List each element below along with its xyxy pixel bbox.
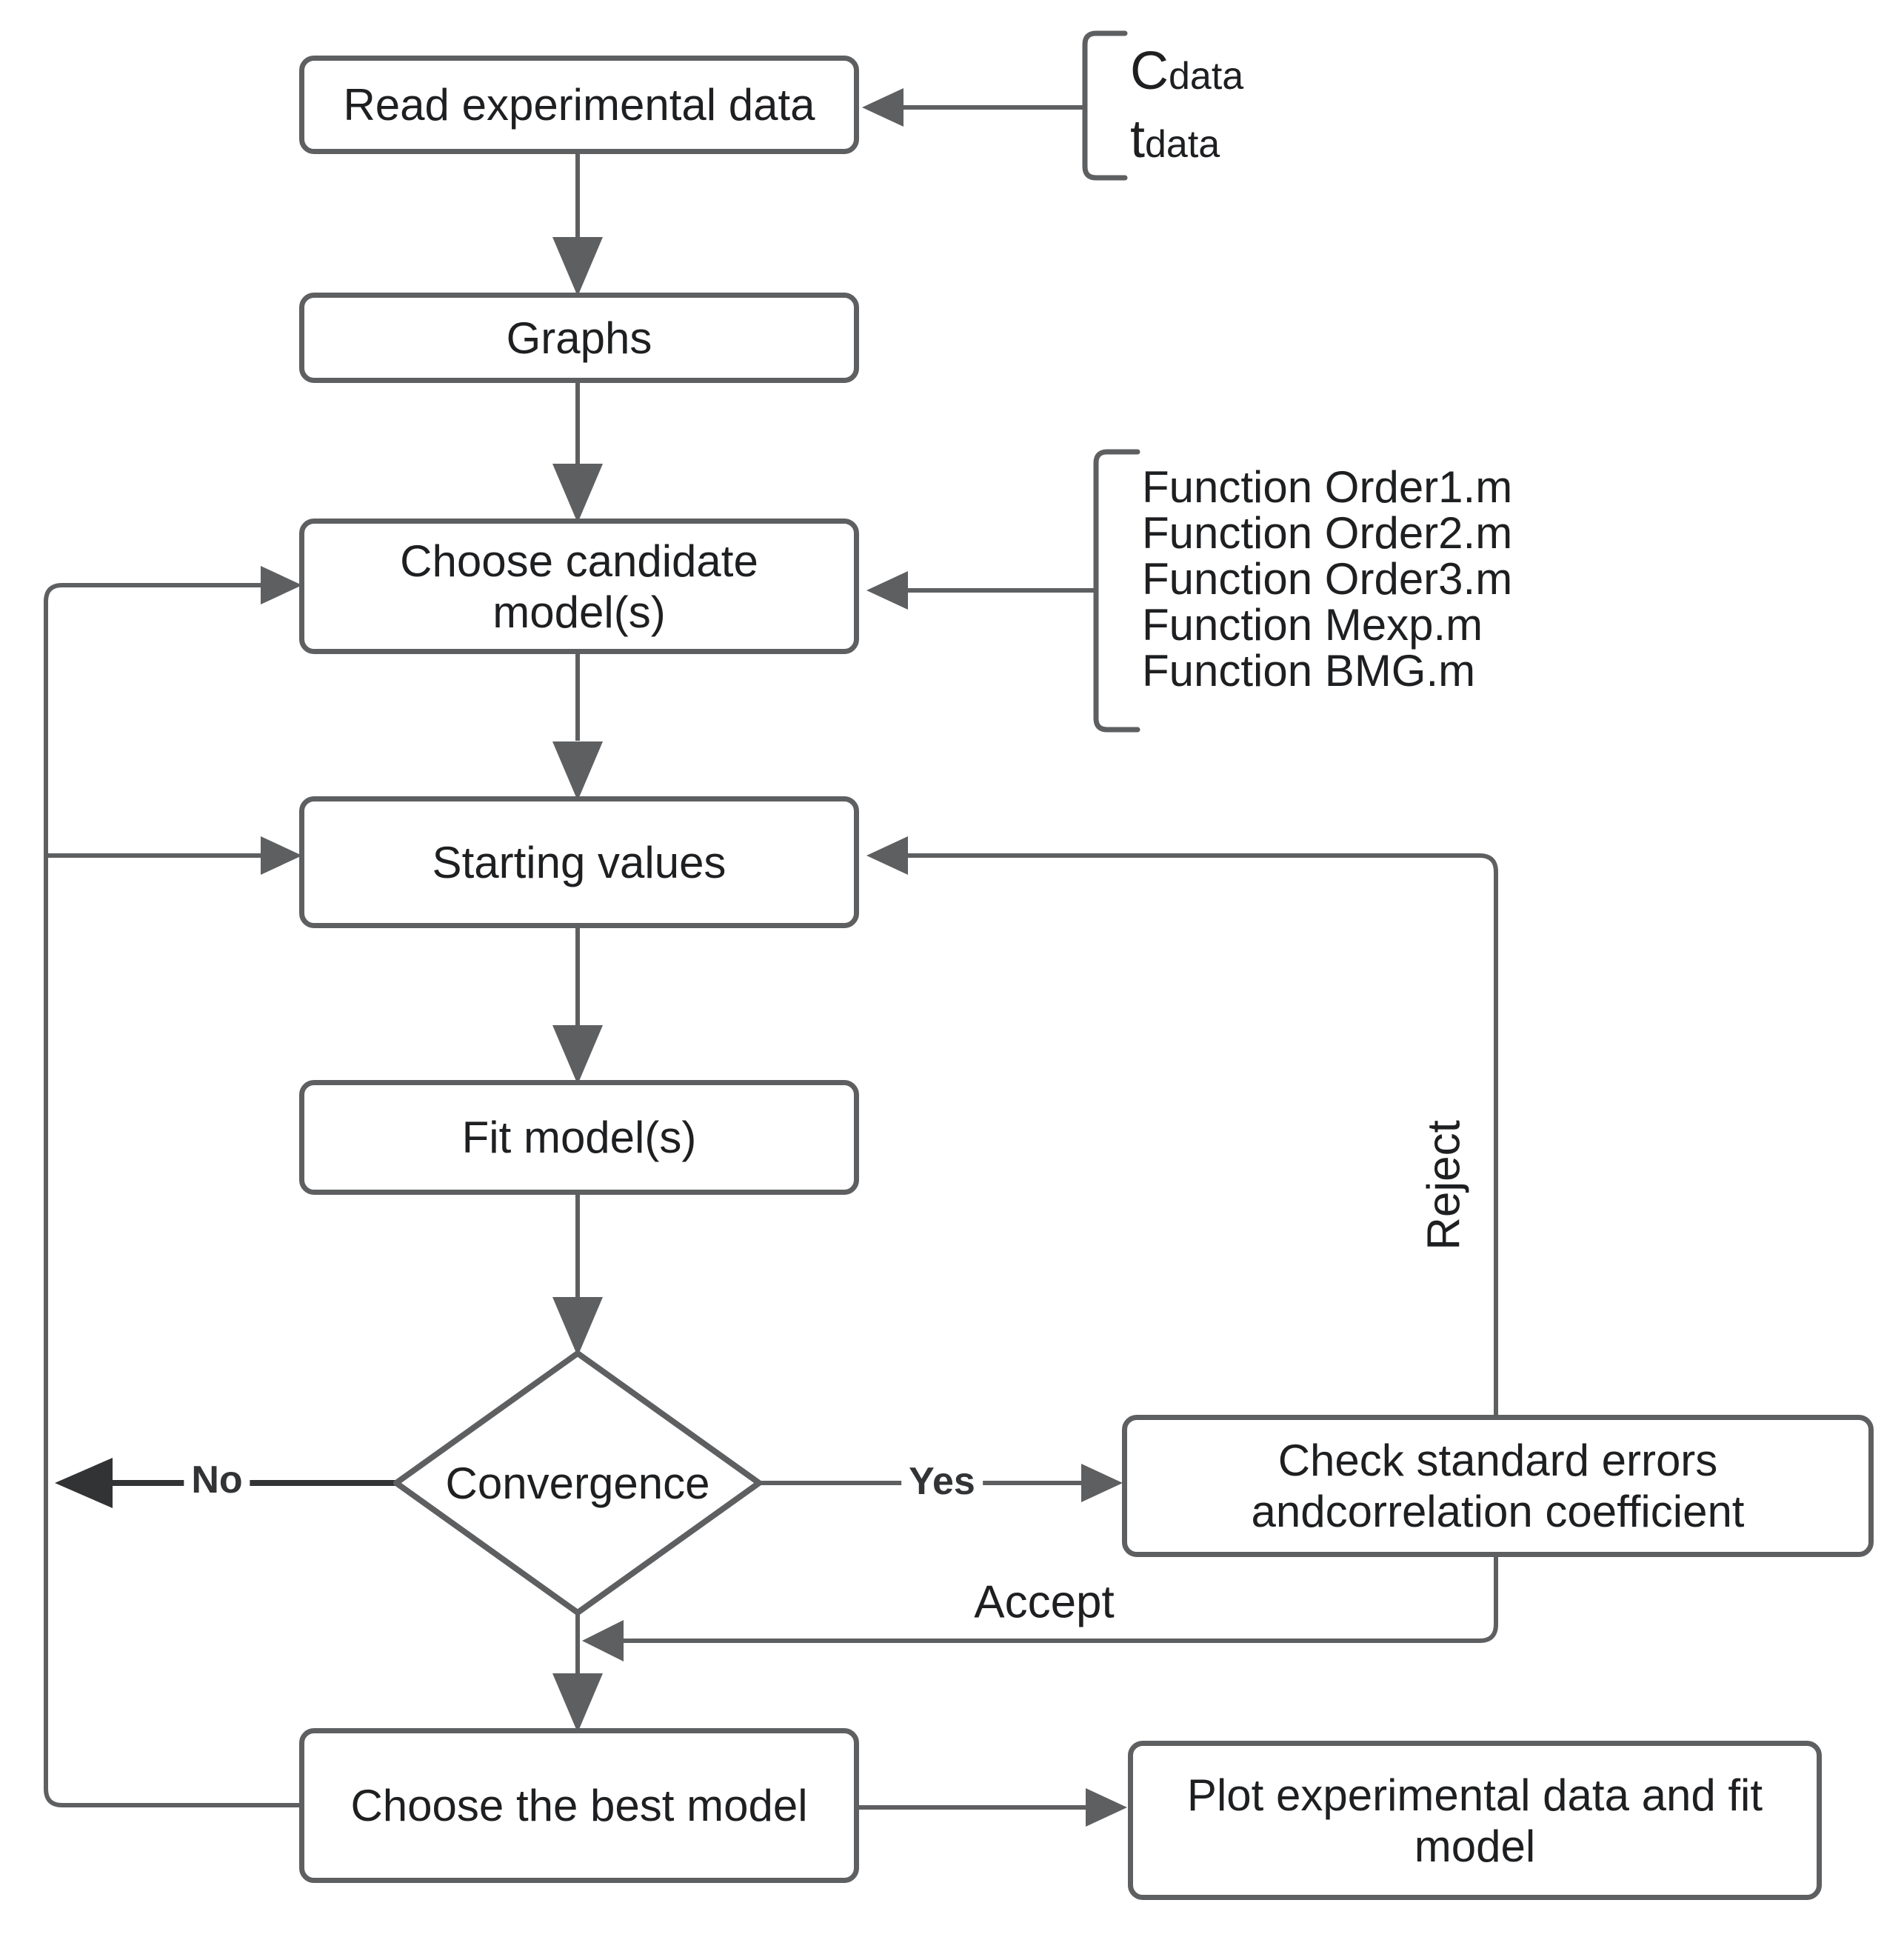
edge-left-loop — [44, 583, 299, 1807]
edge-label-reject: Reject — [1418, 1120, 1470, 1250]
list-item: Function Order3.m — [1142, 554, 1513, 604]
node-label: Fit model(s) — [461, 1113, 697, 1162]
node-label: Choose the best model — [350, 1781, 808, 1830]
list-item: Function Order2.m — [1142, 508, 1513, 558]
node-label: Read experimental data — [343, 80, 815, 130]
edge-label-no: No — [184, 1458, 250, 1502]
node-plot-experimental-data: Plot experimental data and fit model — [1128, 1741, 1822, 1900]
arrow-left-icon — [866, 571, 908, 610]
arrow-right-icon — [261, 836, 302, 875]
arrow-down-icon — [552, 1673, 603, 1733]
bracket-icon — [1093, 449, 1140, 733]
node-fit-models: Fit model(s) — [299, 1080, 859, 1195]
arrow-down-icon — [552, 741, 603, 801]
arrow-right-icon — [261, 566, 302, 604]
variable-name: t — [1130, 110, 1146, 169]
node-starting-values: Starting values — [299, 796, 859, 928]
variable-name: C — [1130, 41, 1169, 101]
node-label: Check standard errors andcorrelation coe… — [1251, 1436, 1745, 1536]
node-check-standard-errors: Check standard errors andcorrelation coe… — [1122, 1415, 1874, 1557]
edge-reject — [908, 853, 1498, 1418]
node-label: Plot experimental data and fit model — [1186, 1770, 1763, 1871]
decision-diamond-shape — [393, 1350, 762, 1616]
list-item: Function Order1.m — [1142, 462, 1513, 512]
arrow-left-icon — [55, 1458, 113, 1508]
arrow-down-icon — [552, 1025, 603, 1084]
edge-label-yes: Yes — [901, 1459, 983, 1504]
node-read-experimental-data: Read experimental data — [299, 56, 859, 154]
bracket-icon — [1082, 30, 1128, 181]
list-item: Function Mexp.m — [1142, 600, 1483, 650]
node-label: Convergence — [445, 1458, 710, 1508]
arrow-down-icon — [552, 237, 603, 296]
node-choose-candidate-models: Choose candidate model(s) — [299, 519, 859, 654]
list-item: tdata — [1130, 110, 1220, 169]
arrow-left-icon — [582, 1620, 624, 1661]
arrow-right-icon — [1081, 1464, 1123, 1502]
list-item: Function BMG.m — [1142, 646, 1476, 696]
node-convergence-decision: Convergence — [355, 1453, 800, 1513]
node-graphs: Graphs — [299, 293, 859, 383]
arrow-left-icon — [866, 836, 908, 875]
node-choose-best-model: Choose the best model — [299, 1728, 859, 1883]
arrow-left-icon — [862, 88, 903, 127]
list-item: Cdata — [1130, 41, 1244, 101]
node-label: Choose candidate model(s) — [400, 536, 758, 637]
node-label: Graphs — [506, 313, 652, 363]
arrow-down-icon — [552, 1297, 603, 1356]
arrow-down-icon — [552, 464, 603, 523]
arrow-right-icon — [1086, 1788, 1127, 1827]
node-label: Starting values — [432, 837, 726, 887]
edge-label-accept: Accept — [974, 1576, 1115, 1628]
edge-accept — [624, 1553, 1498, 1643]
input-variables-list: Cdata tdata — [1130, 44, 1243, 181]
function-files-list: Function Order1.m Function Order2.m Func… — [1142, 464, 1512, 694]
